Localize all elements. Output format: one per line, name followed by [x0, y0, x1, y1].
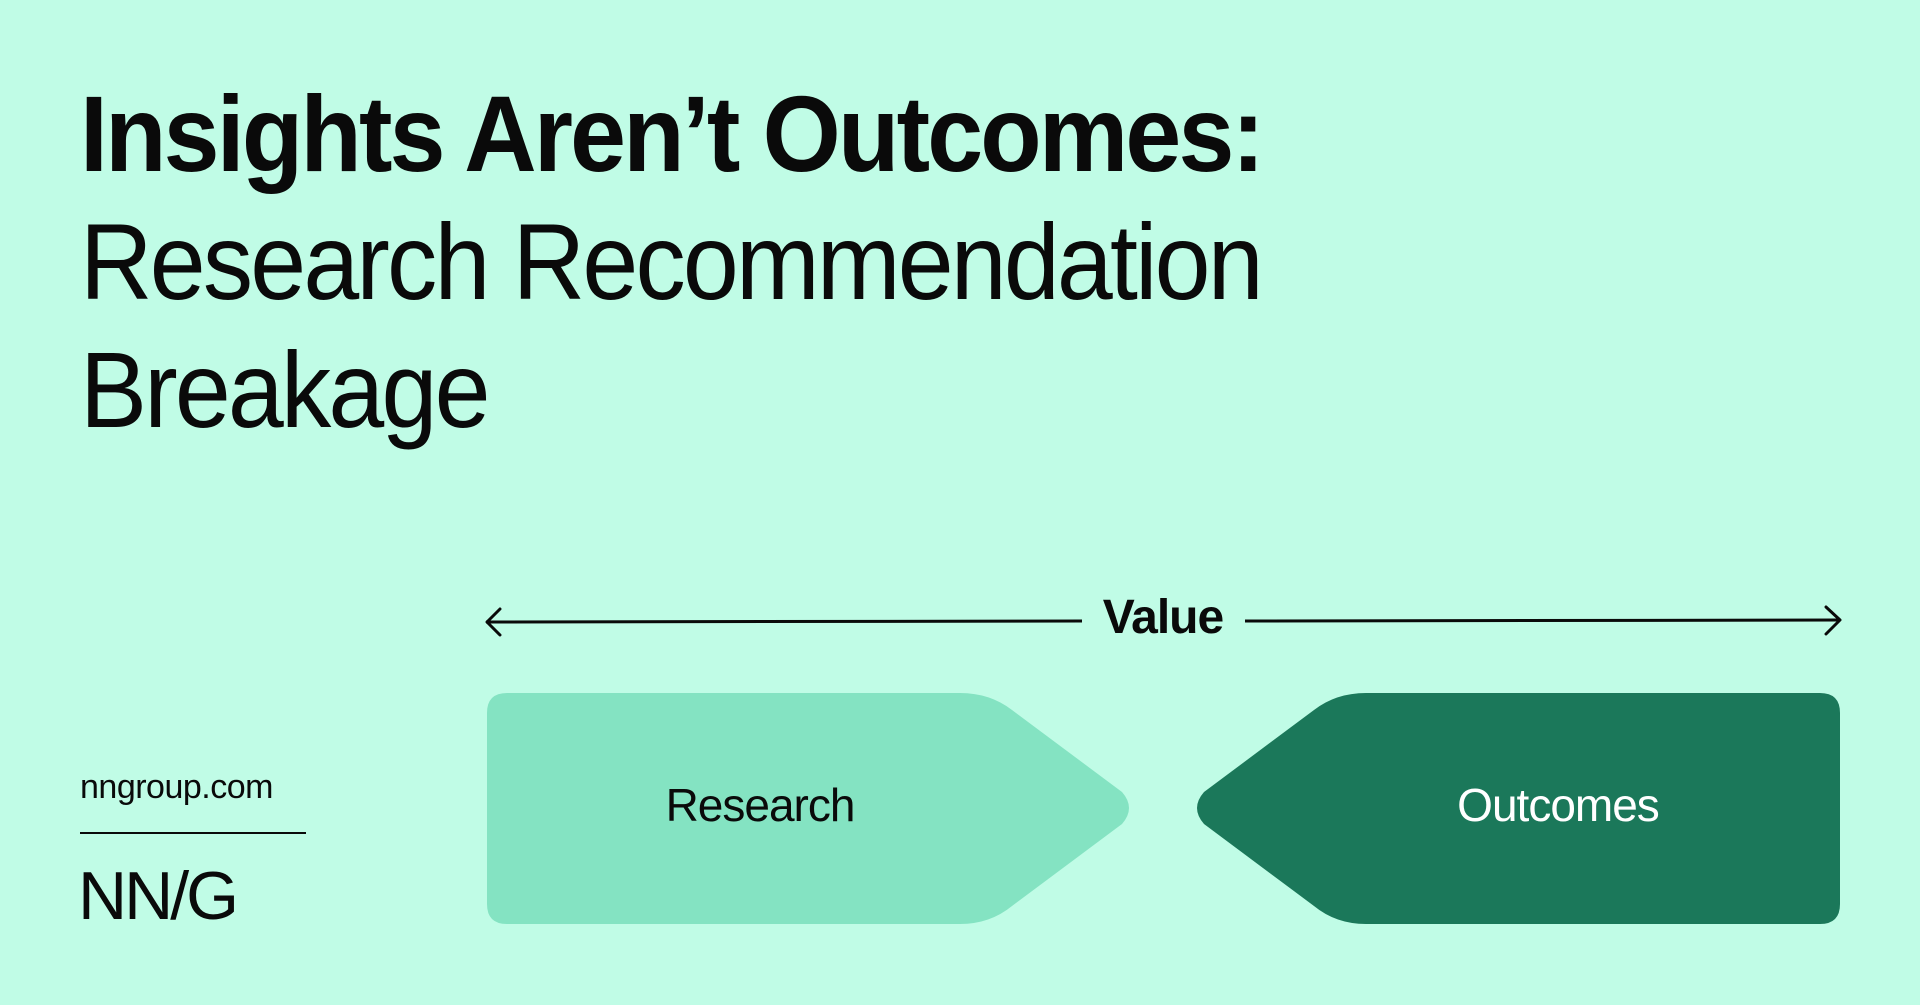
- outcomes-label: Outcomes: [1457, 779, 1660, 831]
- title-subtitle-line-1: Research Recommendation: [80, 201, 1264, 322]
- arrow-right-icon: [1824, 605, 1842, 636]
- outcomes-shape: [1197, 693, 1840, 924]
- research-shape: [487, 693, 1129, 924]
- title-subtitle-line-2: Breakage: [80, 329, 490, 450]
- nng-logo: NN/G: [78, 858, 239, 934]
- site-url: nngroup.com: [80, 768, 273, 806]
- arrow-left-icon: [485, 607, 502, 637]
- value-axis: [485, 605, 1842, 637]
- value-axis-label: Value: [1100, 590, 1226, 645]
- title-main: Insights Aren’t Outcomes:: [80, 73, 1265, 194]
- research-label: Research: [665, 779, 856, 831]
- footer-divider: [80, 832, 306, 834]
- page-title: Insights Aren’t Outcomes: Research Recom…: [80, 70, 1351, 454]
